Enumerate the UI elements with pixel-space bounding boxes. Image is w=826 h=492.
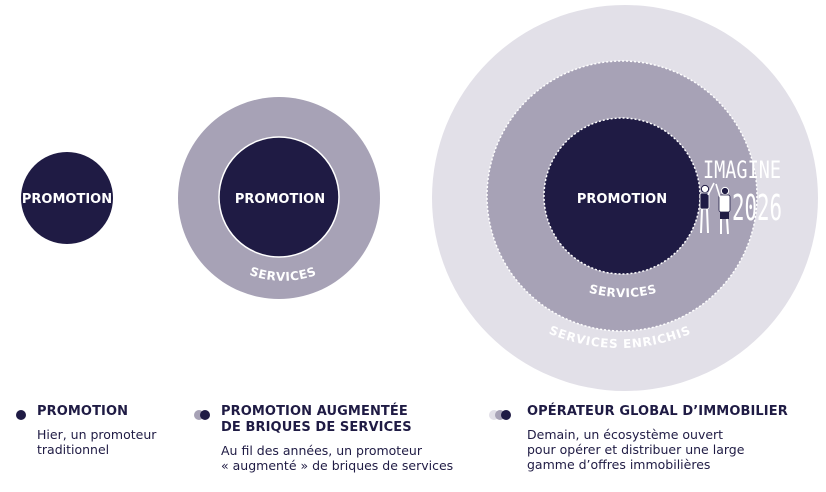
legend-dot-services-icon [495,410,505,420]
promotion-core [21,152,113,244]
legend-description: Hier, un promoteur traditionnel [37,427,157,457]
legend-description: Au fil des années, un promoteur « augmen… [221,443,454,473]
logo-line-2: 2026 [732,188,782,229]
people-illustration-icon [699,182,731,235]
legend-title: PROMOTION [37,404,129,419]
legend-dot-navy-icon [200,410,210,420]
promotion-core-label: PROMOTION [577,192,667,207]
promotion-core-label: PROMOTION [22,192,112,207]
legend-description: Demain, un écosystème ouvert pour opérer… [527,427,745,472]
services-ring-label: SERVICES [588,282,658,300]
stage-global-operator: PROMOTION SERVICES SERVICES ENRICHIS IMA… [432,5,818,391]
legend-promotion: PROMOTION Hier, un promoteur traditionne… [16,404,186,457]
legend-global-operator: OPÉRATEUR GLOBAL D’IMMOBILIER Demain, un… [489,404,809,472]
legend-title: PROMOTION AUGMENTÉE DE BRIQUES DE SERVIC… [221,404,412,435]
legend-dot-navy-icon [16,410,26,420]
legend-title: OPÉRATEUR GLOBAL D’IMMOBILIER [527,404,788,419]
stage-promotion-augmented: PROMOTION SERVICES [178,97,380,299]
three-stage-diagram: PROMOTION PROMOTION SERVICES PROMOTION S… [21,5,818,391]
legend-dot-services-icon [194,410,204,420]
promotion-core [218,136,340,258]
imagine-2026-logo: IMAGINE 2026 [703,156,782,229]
legend-dot-enriched-icon [489,410,499,420]
logo-line-1: IMAGINE [703,156,781,184]
stage-promotion: PROMOTION [21,152,113,244]
legend-promotion-augmented: PROMOTION AUGMENTÉE DE BRIQUES DE SERVIC… [194,404,474,473]
promotion-core-label: PROMOTION [235,192,325,207]
legend-dot-navy-icon [501,410,511,420]
services-ring-label: SERVICES [248,264,318,284]
